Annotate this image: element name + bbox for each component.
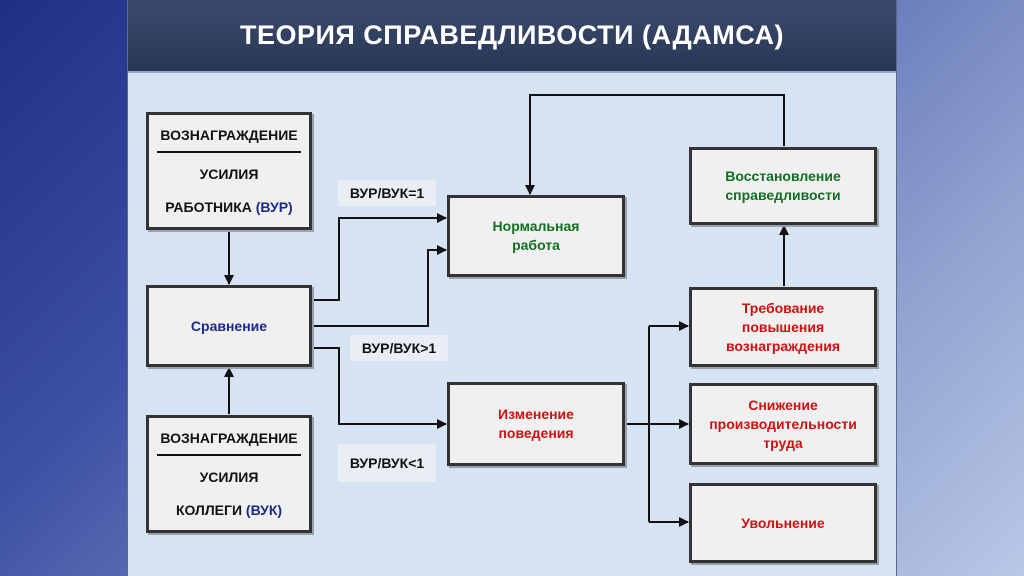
- employee-abbr: (ВУР): [255, 198, 293, 215]
- condition-greater-label: ВУР/ВУК>1: [350, 335, 448, 361]
- colleague-reward-label: ВОЗНАГРАЖДЕНИЕ: [160, 429, 298, 446]
- demand-raise-line-1: Требование: [741, 299, 825, 316]
- arrow-less-to-behavior-change: [311, 347, 447, 429]
- productivity-drop-line-1: Снижение: [748, 396, 818, 413]
- behavior-change-line-2: поведения: [498, 425, 574, 441]
- dismissal-label: Увольнение: [741, 514, 825, 531]
- normal-work-line-2: работа: [512, 237, 560, 253]
- restore-justice-box: Восстановление справедливости: [689, 147, 877, 225]
- normal-work-box: Нормальная работа: [447, 195, 625, 277]
- condition-equal-label: ВУР/ВУК=1: [338, 180, 436, 206]
- arrow-greater-to-normal-work: [311, 245, 447, 327]
- productivity-drop-line-2: производительности: [709, 415, 857, 432]
- productivity-drop-box: Снижение производительности труда: [689, 383, 877, 465]
- colleague-ratio-box: ВОЗНАГРАЖДЕНИЕ УСИЛИЯ КОЛЛЕГИ (ВУК): [146, 415, 312, 533]
- demand-raise-line-3: вознаграждения: [726, 337, 840, 354]
- arrow-equal-to-normal-work: [311, 213, 447, 301]
- colleague-effort-label: УСИЛИЯ: [199, 468, 259, 485]
- fraction-bar: [157, 150, 301, 153]
- dismissal-box: Увольнение: [689, 483, 877, 563]
- restore-justice-line-1: Восстановление: [725, 168, 841, 184]
- employee-who-label: РАБОТНИКА: [165, 198, 252, 215]
- condition-less-label: ВУР/ВУК<1: [338, 444, 436, 482]
- demand-raise-box: Требование повышения вознаграждения: [689, 287, 877, 367]
- comparison-box: Сравнение: [146, 285, 312, 367]
- title-bar: ТЕОРИЯ СПРАВЕДЛИВОСТИ (АДАМСА): [128, 0, 896, 73]
- colleague-who-line: КОЛЛЕГИ (ВУК): [176, 501, 282, 520]
- behavior-change-box: Изменение поведения: [447, 382, 625, 466]
- employee-effort-label: УСИЛИЯ: [199, 165, 259, 182]
- productivity-drop-line-3: труда: [763, 434, 803, 451]
- employee-ratio-box: ВОЗНАГРАЖДЕНИЕ УСИЛИЯ РАБОТНИКА (ВУР): [146, 112, 312, 230]
- comparison-label: Сравнение: [190, 317, 268, 334]
- behavior-change-line-1: Изменение: [498, 406, 574, 422]
- demand-raise-line-2: повышения: [741, 318, 825, 335]
- slide: ТЕОРИЯ СПРАВЕДЛИВОСТИ (АДАМСА): [127, 0, 897, 576]
- normal-work-line-1: Нормальная: [492, 218, 580, 234]
- employee-reward-label: ВОЗНАГРАЖДЕНИЕ: [160, 126, 298, 143]
- employee-who-line: РАБОТНИКА (ВУР): [165, 198, 292, 217]
- colleague-abbr: (ВУК): [245, 501, 283, 518]
- restore-justice-line-2: справедливости: [725, 187, 841, 203]
- fraction-bar: [157, 453, 301, 456]
- connector-arrows: [224, 94, 789, 527]
- colleague-who-label: КОЛЛЕГИ: [175, 501, 243, 518]
- arrow-restore-to-normal-work: [525, 94, 785, 195]
- page-title: ТЕОРИЯ СПРАВЕДЛИВОСТИ (АДАМСА): [239, 20, 785, 50]
